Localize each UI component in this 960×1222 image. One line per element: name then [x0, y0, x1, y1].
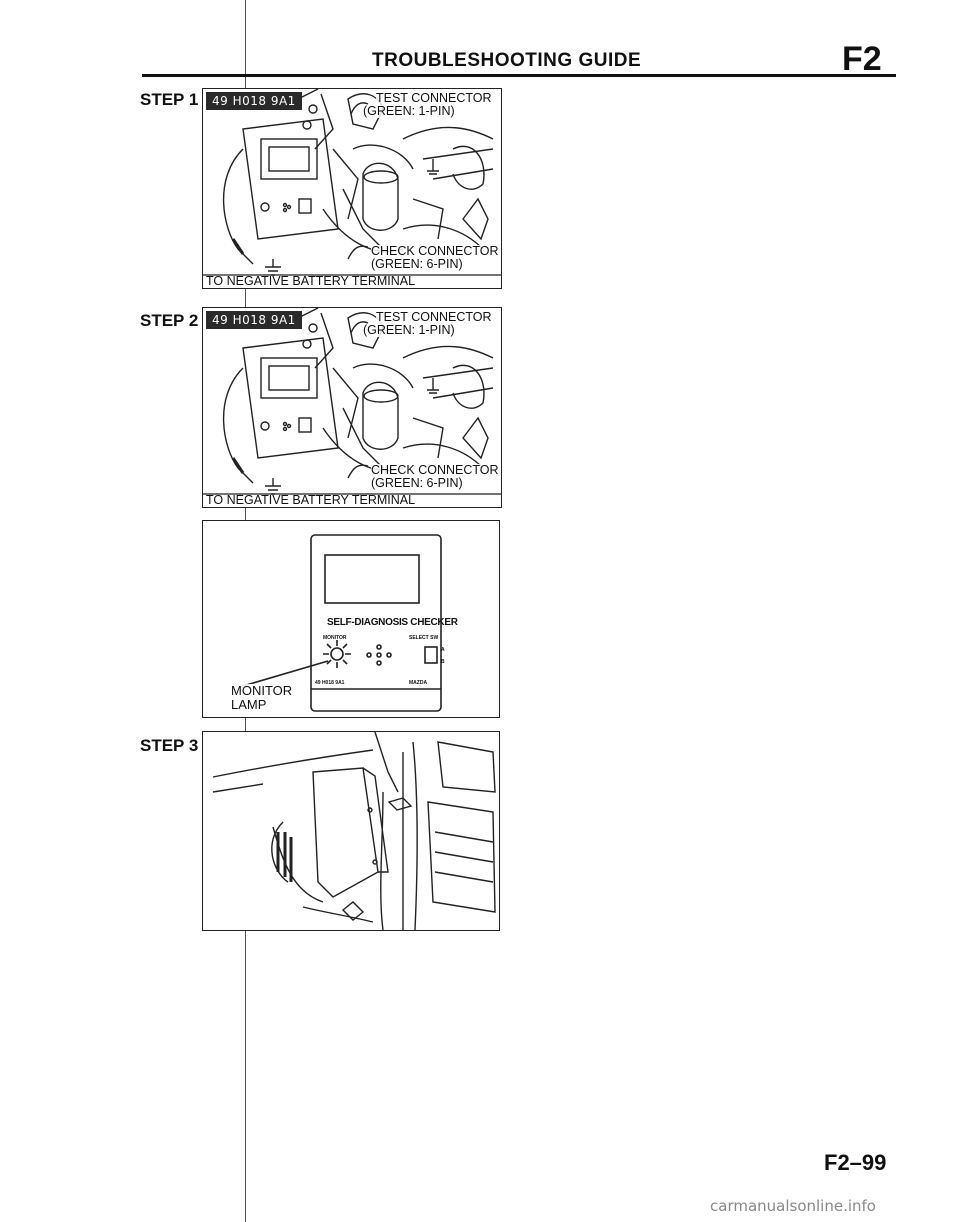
- checker-maker: MAZDA: [409, 680, 428, 686]
- section-code: F2: [842, 40, 882, 78]
- step-2-figure: 49 H018 9A1 TEST CONNECTOR (GREEN: 1-PIN…: [202, 307, 502, 508]
- test-connector-detail: (GREEN: 1-PIN): [363, 323, 455, 337]
- control-unit-illustration: [212, 732, 496, 930]
- page-title: TROUBLESHOOTING GUIDE: [372, 50, 642, 71]
- step-2-label: STEP 2: [140, 311, 199, 330]
- step-3-label: STEP 3: [140, 736, 199, 755]
- engine-bay-illustration: [203, 89, 501, 276]
- step-1-label: STEP 1: [140, 90, 199, 109]
- test-connector-label: TEST CONNECTOR: [376, 91, 492, 105]
- checker-title: SELF-DIAGNOSIS CHECKER: [327, 617, 458, 628]
- header-rule: [142, 74, 896, 77]
- tool-tag: 49 H018 9A1: [206, 311, 302, 329]
- checker-illustration: [242, 534, 442, 712]
- test-connector-detail: (GREEN: 1-PIN): [363, 104, 455, 118]
- ground-terminal-label: TO NEGATIVE BATTERY TERMINAL: [206, 493, 416, 507]
- checker-select-sw-label: SELECT SW: [409, 635, 439, 641]
- checker-monitor-label: MONITOR: [323, 635, 347, 641]
- check-connector-label: CHECK CONNECTOR: [371, 463, 499, 477]
- tool-tag: 49 H018 9A1: [206, 92, 302, 110]
- page-number: F2–99: [824, 1150, 887, 1175]
- watermark: carmanualsonline.info: [710, 1197, 876, 1215]
- switch-b-label: B: [441, 659, 445, 665]
- test-connector-label: TEST CONNECTOR: [376, 310, 492, 324]
- checker-part-no: 49 H018 9A1: [315, 680, 345, 686]
- monitor-lamp-label-line1: MONITOR: [231, 683, 293, 698]
- step-3-figure: [202, 731, 500, 931]
- step-1-figure: 49 H018 9A1 TEST CONNECTOR (GREEN: 1-PIN…: [202, 88, 502, 289]
- check-connector-detail: (GREEN: 6-PIN): [371, 257, 463, 271]
- monitor-lamp-label-line2: LAMP: [231, 697, 267, 712]
- checker-figure: SELF-DIAGNOSIS CHECKER MONITOR SELECT SW…: [202, 520, 500, 718]
- ground-terminal-label: TO NEGATIVE BATTERY TERMINAL: [206, 274, 416, 288]
- check-connector-detail: (GREEN: 6-PIN): [371, 476, 463, 490]
- check-connector-label: CHECK CONNECTOR: [371, 244, 499, 258]
- switch-a-label: A: [441, 647, 445, 653]
